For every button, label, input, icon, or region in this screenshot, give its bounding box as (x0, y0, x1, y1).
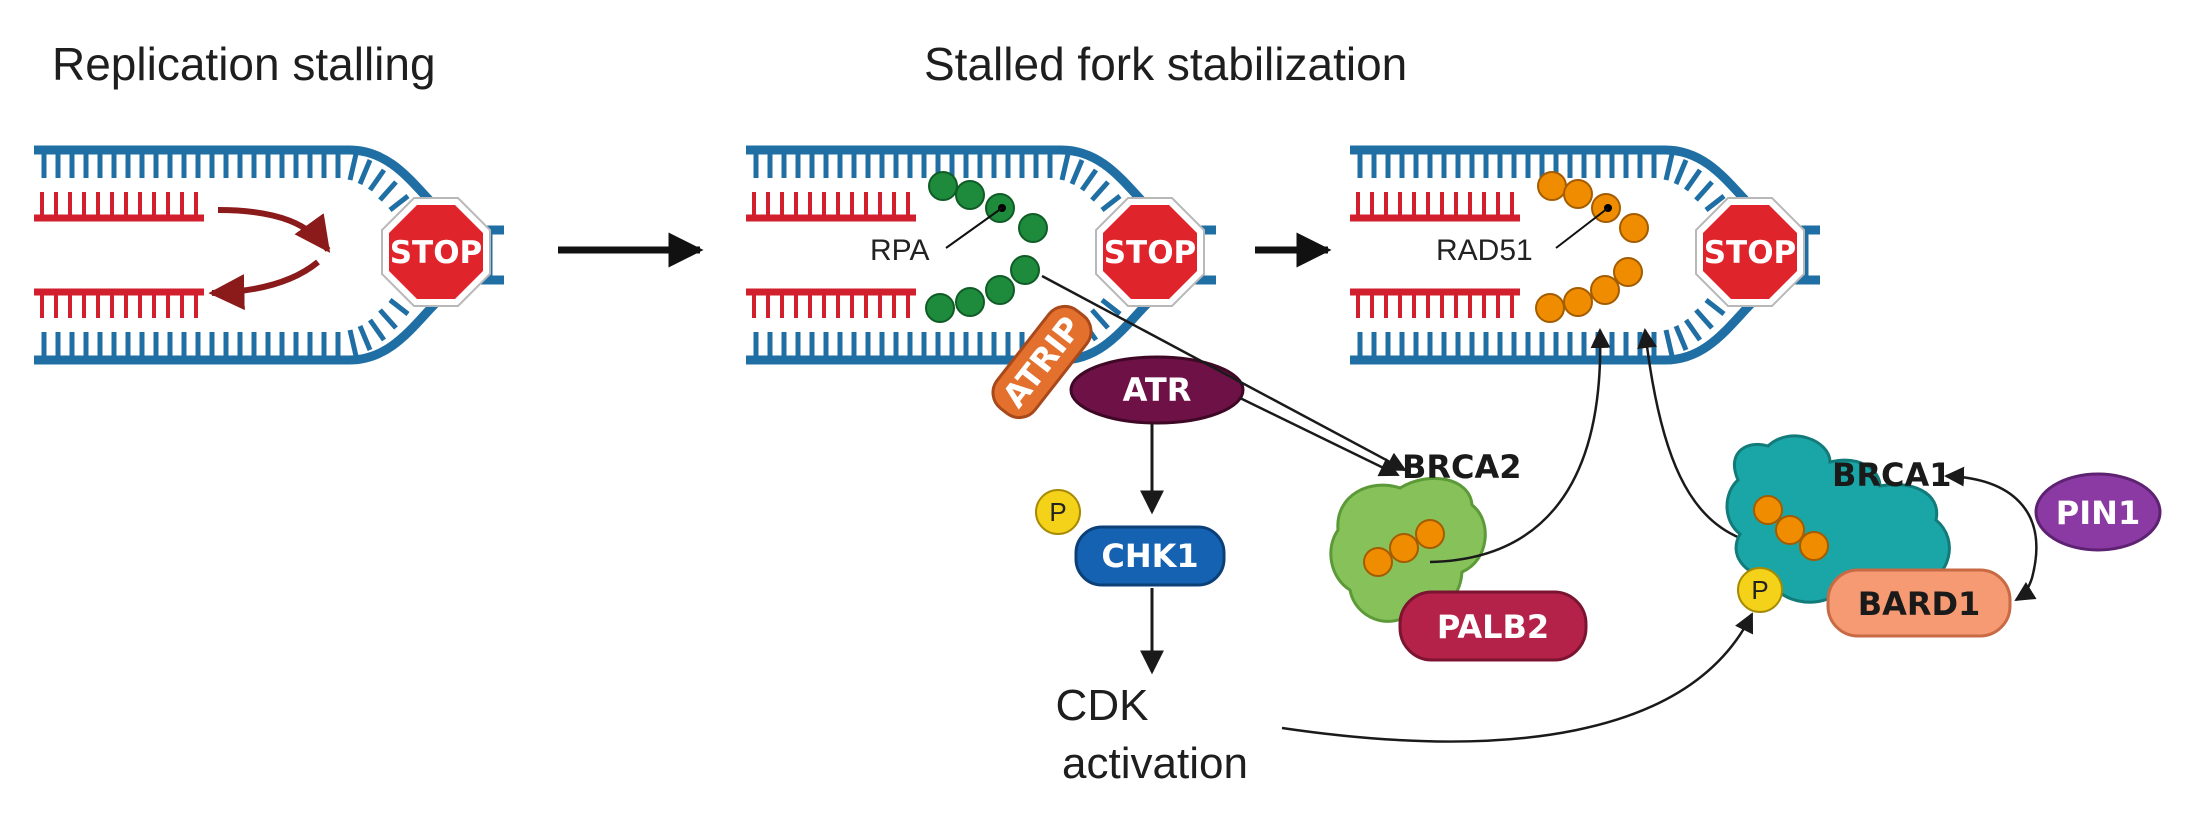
svg-text:P: P (1049, 497, 1066, 527)
pin1-protein: PIN1 (2034, 472, 2162, 552)
chk1-protein: CHK1 (1074, 525, 1226, 587)
rpa-label: RPA (870, 234, 929, 267)
bard1-protein: BARD1 (1826, 568, 2012, 638)
svg-text:STOP: STOP (1104, 235, 1197, 271)
brca1-protein: BRCA1 (1725, 434, 1952, 604)
svg-text:BRCA2: BRCA2 (1402, 448, 1522, 486)
template-switch-arrow-top (217, 207, 331, 253)
rad51-pointer-line (1555, 207, 1609, 249)
title-replication-stalling: Replication stalling (52, 38, 436, 90)
svg-text:PALB2: PALB2 (1437, 608, 1549, 646)
arrow-brca1-rad51 (1637, 328, 1746, 542)
arrow-pin1-brca1-bard1 (1944, 466, 2038, 602)
svg-text:ATR: ATR (1123, 371, 1192, 409)
arrow-rpa-brca2 (1041, 274, 1407, 472)
arrow-cdk-brca1-phosphate (1281, 612, 1754, 743)
title-stalled-fork-stabilization: Stalled fork stabilization (924, 38, 1407, 90)
svg-text:STOP: STOP (1704, 235, 1797, 271)
palb2-protein: PALB2 (1398, 590, 1588, 662)
svg-text:P: P (1751, 575, 1768, 605)
arrow-brca2-rad51 (1429, 328, 1611, 564)
svg-text:BARD1: BARD1 (1858, 585, 1981, 623)
arrow-atr-brca2 (1239, 396, 1400, 477)
rad51-on-brca2 (1363, 519, 1445, 577)
svg-text:BRCA1: BRCA1 (1832, 456, 1952, 494)
stop-sign-1: STOP (381, 197, 491, 307)
template-switch-arrow-bottom (208, 259, 320, 311)
svg-text:CHK1: CHK1 (1101, 537, 1198, 575)
cdk-activation-line1: CDK (1056, 681, 1149, 730)
svg-text:PIN1: PIN1 (2056, 494, 2140, 532)
stop-sign-2: STOP (1095, 197, 1205, 307)
rad51-on-brca1 (1753, 495, 1829, 561)
rpa-pointer-line (945, 207, 1003, 249)
cdk-activation-line2: activation (1062, 739, 1248, 788)
rpa-complex (925, 171, 1048, 323)
brca1-phosphate: P (1737, 567, 1783, 613)
rad51-label: RAD51 (1436, 234, 1533, 267)
stop-sign-3: STOP (1695, 197, 1805, 307)
rad51-filament (1535, 171, 1649, 323)
atr-protein: ATR (1069, 355, 1245, 425)
chk1-phosphate: P (1035, 489, 1081, 535)
svg-text:STOP: STOP (390, 235, 483, 271)
